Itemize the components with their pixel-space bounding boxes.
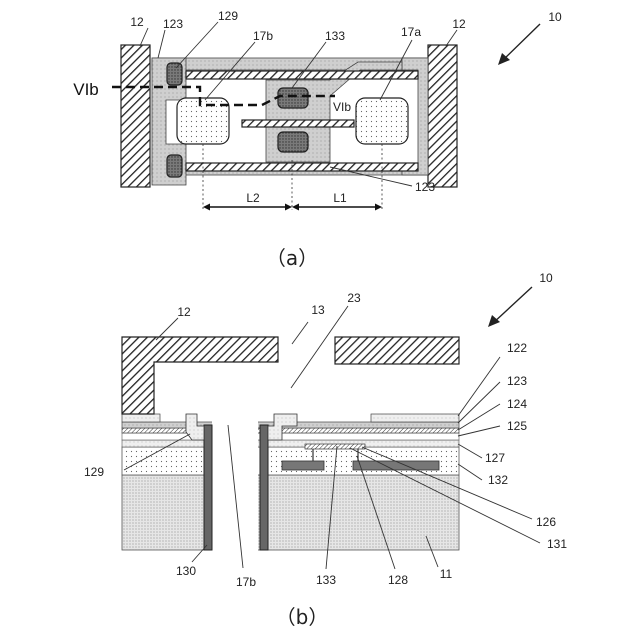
layer-122-left (122, 414, 160, 422)
label-132: 132 (488, 473, 508, 487)
label-133: 133 (325, 29, 345, 43)
leader-123-top (158, 30, 165, 58)
cover-12-right (335, 337, 459, 364)
electrode-left (282, 461, 324, 470)
via-130 (204, 425, 212, 550)
label-129: 129 (218, 9, 238, 23)
label-l2: L2 (246, 191, 260, 205)
leader-12-right (446, 30, 457, 46)
bottom-electrode-hatched (186, 163, 418, 171)
pad-133-top (278, 88, 308, 108)
label-123-bottom: 123 (415, 180, 435, 194)
pad-129-bottom (167, 155, 182, 177)
plate-133 (305, 444, 365, 449)
outer-wall-right (428, 45, 457, 187)
label-10-b: 10 (539, 271, 553, 285)
arrow-10-b-shaft (492, 287, 532, 324)
leader-13 (292, 322, 308, 344)
electrode-right (353, 461, 439, 470)
center-electrode-hatched (242, 120, 354, 127)
label-126: 126 (536, 515, 556, 529)
label-129-b: 129 (84, 465, 104, 479)
label-13: 13 (311, 303, 325, 317)
arrow-10-a-shaft (501, 24, 540, 62)
label-23: 23 (347, 291, 361, 305)
contact-129 (186, 414, 204, 440)
label-10-a: 10 (548, 10, 562, 24)
label-vib-right: VIb (333, 100, 351, 114)
sensor-17a (356, 98, 408, 144)
label-133-b: 133 (316, 573, 336, 587)
layer-124 (122, 428, 459, 433)
outer-wall-left (121, 45, 150, 187)
label-124: 124 (507, 397, 527, 411)
label-l1: L1 (333, 191, 347, 205)
leader-127 (458, 444, 482, 458)
leader-122 (458, 357, 500, 416)
label-17b-b: 17b (236, 575, 256, 589)
leader-12-left (140, 28, 148, 46)
layer-122-right (371, 414, 459, 422)
label-125: 125 (507, 419, 527, 433)
figure-b: 12 13 23 10 122 123 124 125 127 132 126 … (84, 271, 567, 629)
label-130: 130 (176, 564, 196, 578)
label-122: 122 (507, 341, 527, 355)
label-11: 11 (440, 567, 453, 581)
caption-a: （a） (266, 246, 318, 270)
dim-arrow-l2-right (285, 204, 292, 211)
sound-hole-gap (212, 410, 258, 552)
leader-132 (458, 464, 482, 480)
leader-125 (458, 426, 500, 436)
arrow-10-b-head (488, 315, 500, 327)
substrate-11 (122, 475, 459, 550)
label-12-left: 12 (130, 15, 144, 29)
label-vib-left: VIb (73, 80, 99, 99)
pad-133-bottom (278, 132, 308, 152)
label-123-top: 123 (163, 17, 183, 31)
label-17a: 17a (401, 25, 421, 39)
label-17b: 17b (253, 29, 273, 43)
dim-arrow-l2-left (203, 204, 210, 211)
label-127: 127 (485, 451, 505, 465)
via-right (260, 425, 268, 550)
cover-12 (122, 337, 278, 414)
pad-129-top (167, 63, 182, 85)
label-12-b: 12 (177, 305, 191, 319)
figure-a: 12 123 129 17b 133 17a 12 10 VIb VIb 123… (73, 9, 562, 270)
caption-b: （b） (276, 605, 329, 629)
label-131: 131 (547, 537, 567, 551)
label-123-b: 123 (507, 374, 527, 388)
label-128: 128 (388, 573, 408, 587)
dim-arrow-l1-left (292, 204, 299, 211)
label-12-right: 12 (452, 17, 466, 31)
dim-arrow-l1-right (375, 204, 382, 211)
layer-125 (122, 433, 459, 440)
